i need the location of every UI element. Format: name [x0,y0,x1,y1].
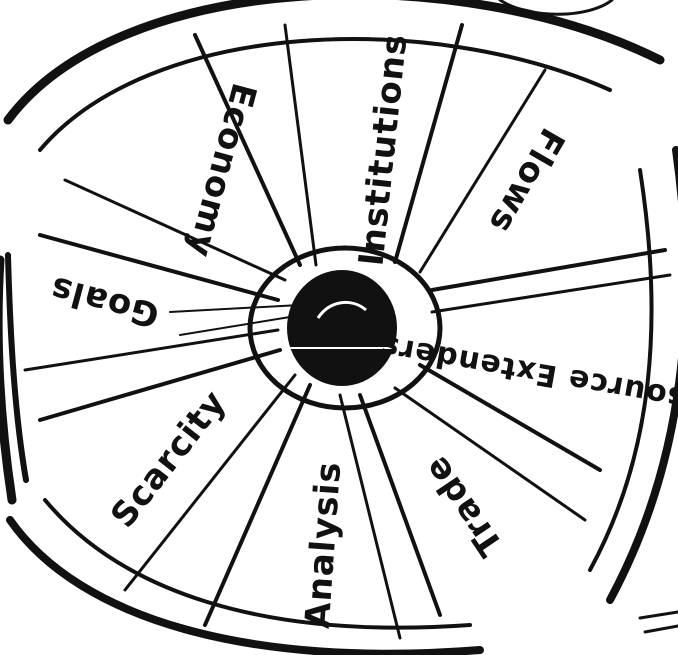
segment-flows: Flows [480,121,572,240]
label-flows: Flows [480,121,572,240]
segment-economy: Economy [179,79,264,262]
segment-scarcity: Scarcity [103,383,235,536]
segment-goals: Goals [46,268,164,335]
segment-trade: Trade [416,448,512,563]
segment-analysis: Analysis [298,460,350,630]
label-analysis: Analysis [298,460,350,630]
label-trade: Trade [416,448,512,563]
label-goals: Goals [46,268,164,335]
label-institutions: Institutions [351,32,415,268]
label-economy: Economy [179,79,264,262]
segment-institutions: Institutions [351,32,415,268]
wheel-hub [250,248,440,408]
label-scarcity: Scarcity [103,383,235,536]
